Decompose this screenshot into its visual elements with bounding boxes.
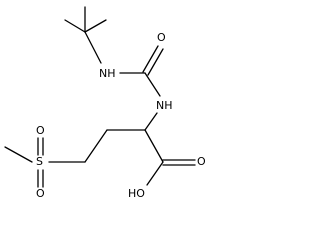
bond-ch2-ch2 (84, 129, 108, 163)
bond-tbu-right (84, 19, 107, 33)
atom-label-nh-mid: NH (156, 99, 173, 112)
atom-label-o-sulfonyl-bottom: O (36, 187, 45, 200)
bond-nh-alpha (144, 112, 158, 131)
atom-label-sulfur: S (36, 155, 43, 168)
atom-label-o-carbonyl: O (157, 31, 166, 44)
atom-label-nh-top: NH (99, 67, 116, 80)
bond-s-methyl (4, 146, 33, 163)
bond-acid-oh (146, 161, 164, 186)
bond-carbonyl-nh (144, 72, 161, 97)
bond-tbu-nh (84, 31, 102, 64)
atom-label-o-sulfonyl-top: O (36, 124, 45, 137)
bond-carbonyl-o-b (147, 48, 164, 76)
bond-alpha-acid (144, 129, 164, 163)
bond-tbu-left (64, 19, 86, 33)
bond-carbonyl-o-a (142, 45, 159, 73)
atom-label-hydroxyl: HO (128, 187, 145, 200)
molecule-diagram: NH O NH S O O O HO (4, 6, 206, 200)
atom-label-o-acid: O (197, 155, 206, 168)
